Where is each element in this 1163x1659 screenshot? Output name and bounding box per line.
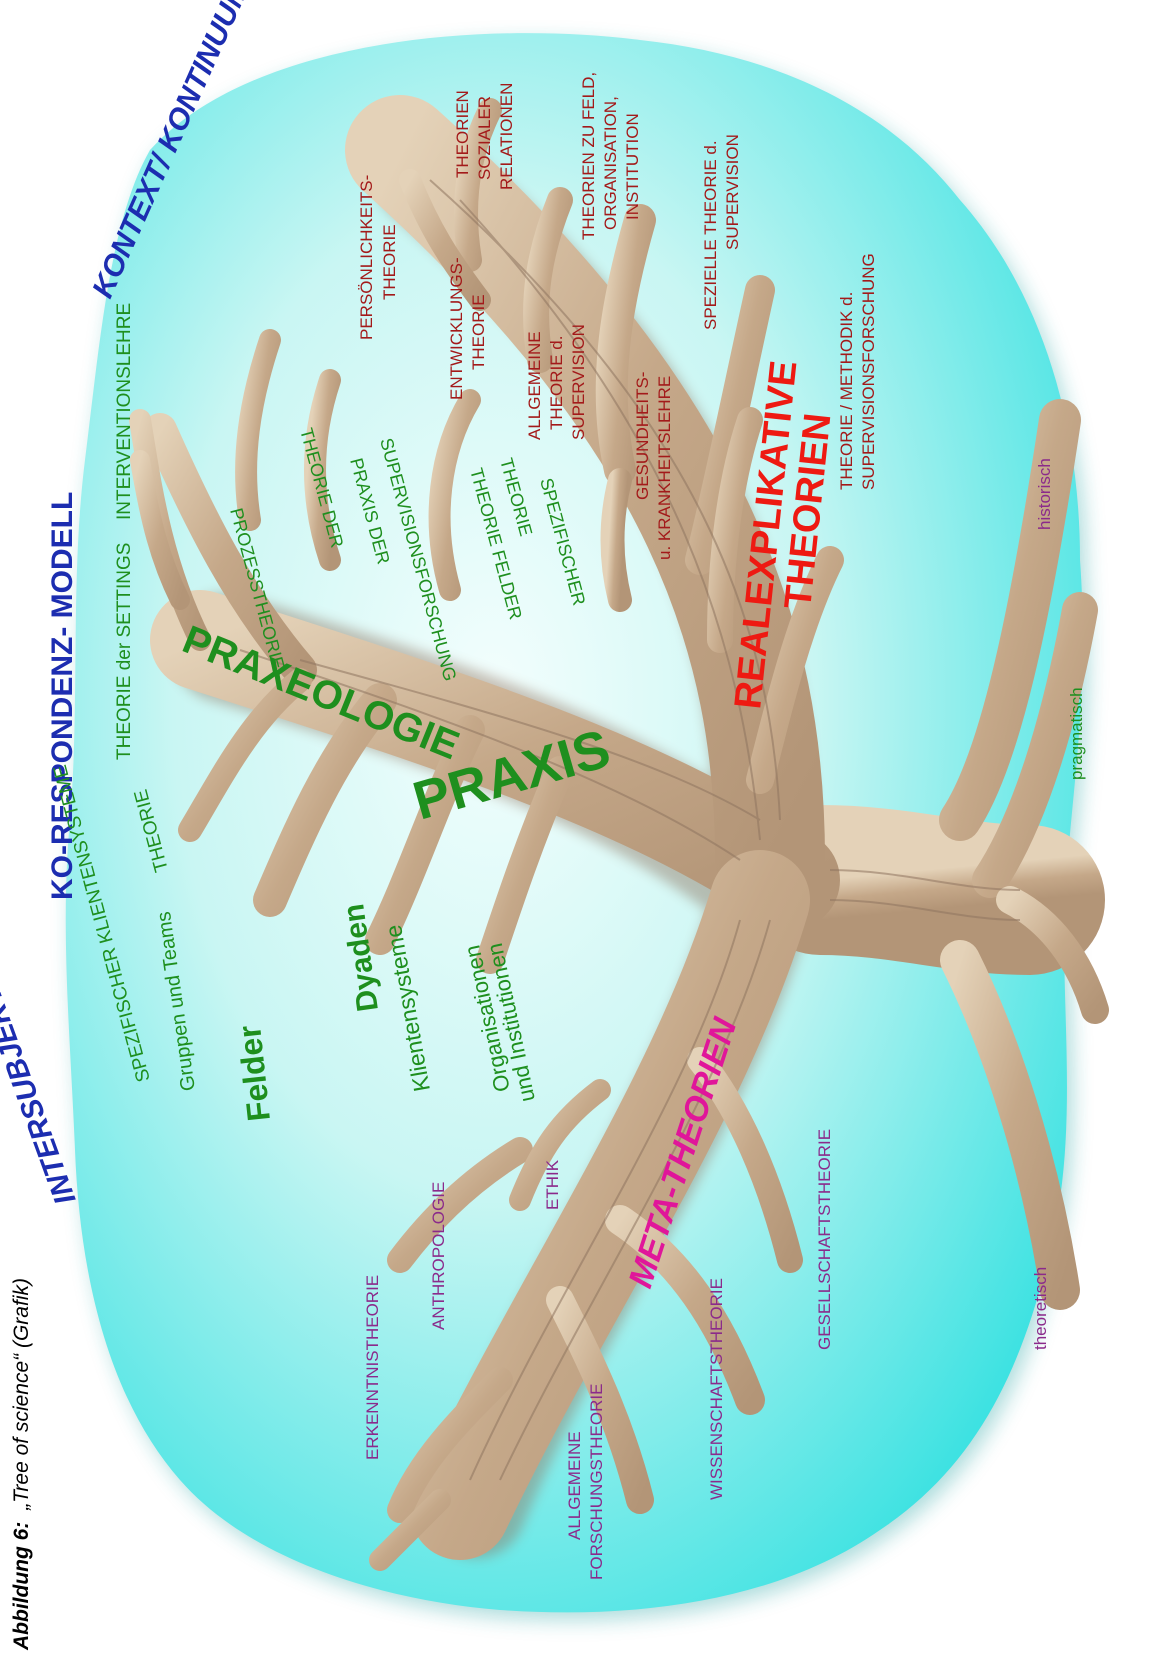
label-forschungstheorie-1: ALLGEMEINE [565, 1431, 584, 1540]
label-wissenschaftstheorie: WISSENSCHAFTSTHEORIE [707, 1278, 726, 1500]
label-gesellschaftstheorie: GESELLSCHAFTSTHEORIE [815, 1129, 834, 1350]
label-feld-1: THEORIEN ZU FELD, [579, 72, 598, 240]
label-allg-supervision-1: ALLGEMEINE [525, 331, 544, 440]
label-methodik-1: THEORIE / METHODIK d. [837, 292, 856, 490]
svg-text:Abbildung 6: „Tree of sc: Abbildung 6: „Tree of science“ (Grafik) [10, 1278, 33, 1651]
label-spez-supervision-1: SPEZIELLE THEORIE d. [701, 140, 720, 330]
label-sozial-2: SOZIALER [475, 96, 494, 180]
label-theorie-settings: THEORIE der SETTINGS [114, 543, 135, 760]
caption-prefix: Abbildung 6: [10, 1522, 33, 1651]
label-interventionslehre: INTERVENTIONSLEHRE [114, 303, 135, 520]
label-feld-3: INSTITUTION [623, 113, 642, 220]
label-sozial-3: RELATIONEN [497, 83, 516, 190]
label-allg-supervision-2: THEORIE d. [547, 336, 566, 430]
label-allg-supervision-3: SUPERVISION [569, 324, 588, 440]
label-ethik: ETHIK [543, 1159, 562, 1210]
label-historisch: historisch [1035, 458, 1054, 530]
label-entwicklung-1: ENTWICKLUNGS- [447, 257, 466, 400]
label-anthropologie: ANTHROPOLOGIE [429, 1182, 448, 1330]
label-spez-supervision-2: SUPERVISION [723, 134, 742, 250]
label-forschungstheorie-2: FORSCHUNGSTHEORIE [587, 1384, 606, 1580]
label-pragmatisch: pragmatisch [1067, 687, 1086, 780]
figure-caption: Abbildung 6: „Tree of science“ (Grafik) [10, 1278, 33, 1651]
label-persoenlichkeit-2: THEORIE [380, 224, 399, 300]
label-entwicklung-2: THEORIE [469, 294, 488, 370]
label-persoenlichkeit-1: PERSÖNLICHKEITS- [357, 175, 376, 340]
label-sozial-1: THEORIEN [453, 90, 472, 178]
label-erkenntnistheorie: ERKENNTNISTHEORIE [363, 1275, 382, 1460]
label-theoretisch: theoretisch [1031, 1267, 1050, 1350]
label-gesundheit-1: GESUNDHEITS- [633, 372, 652, 500]
caption-text: „Tree of science“ (Grafik) [10, 1278, 33, 1511]
label-methodik-2: SUPERVISIONSFORSCHUNG [859, 253, 878, 490]
label-feld-2: ORGANISATION, [601, 96, 620, 230]
label-gesundheit-2: u. KRANKHEITSLEHRE [655, 376, 674, 560]
